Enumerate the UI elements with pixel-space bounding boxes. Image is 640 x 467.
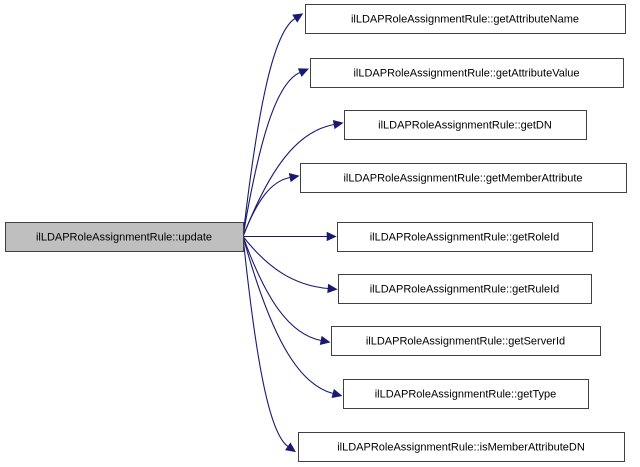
edge-illdaproleassignmentrule-getmemberattribute <box>242 172 300 237</box>
edge-arrowhead <box>332 119 344 130</box>
node-label: ilLDAPRoleAssignmentRule::update <box>36 231 212 243</box>
edge-line <box>242 18 296 237</box>
edge-line <box>242 236 322 342</box>
edge-line <box>242 236 334 395</box>
edge-illdaproleassignmentrule-getroleid <box>243 231 337 242</box>
edge-illdaproleassignmentrule-getruleid <box>242 236 338 294</box>
node-rect <box>310 58 624 88</box>
target-node-illdaproleassignmentrule-getserverid[interactable]: ilLDAPRoleAssignmentRule::getServerId <box>331 326 601 356</box>
target-node-illdaproleassignmentrule-getruleid[interactable]: ilLDAPRoleAssignmentRule::getRuleId <box>338 274 592 304</box>
edge-layer <box>242 13 344 453</box>
edge-illdaproleassignmentrule-getattributename <box>242 13 304 237</box>
edge-illdaproleassignmentrule-ismemberattributedn <box>242 236 296 453</box>
edge-arrowhead <box>319 335 331 346</box>
target-node-illdaproleassignmentrule-getattributename[interactable]: ilLDAPRoleAssignmentRule::getAttributeNa… <box>305 4 626 34</box>
node-rect <box>337 222 593 252</box>
node-label: ilLDAPRoleAssignmentRule::getAttributeVa… <box>353 67 579 79</box>
edge-line <box>242 236 289 447</box>
node-label: ilLDAPRoleAssignmentRule::getServerId <box>366 335 565 347</box>
edge-arrowhead <box>288 172 300 183</box>
node-rect <box>300 163 627 193</box>
node-label: ilLDAPRoleAssignmentRule::getRuleId <box>370 283 560 295</box>
edge-illdaproleassignmentrule-getserverid <box>242 236 331 346</box>
node-label: ilLDAPRoleAssignmentRule::getRoleId <box>370 231 560 243</box>
edge-line <box>242 236 329 290</box>
node-rect <box>5 222 244 252</box>
target-node-illdaproleassignmentrule-ismemberattributedn[interactable]: ilLDAPRoleAssignmentRule::isMemberAttrib… <box>298 432 625 462</box>
edge-arrowhead <box>285 442 296 453</box>
node-rect <box>344 110 587 140</box>
edge-arrowhead <box>327 283 338 294</box>
node-rect <box>338 274 592 304</box>
edge-line <box>242 176 291 237</box>
edge-arrowhead <box>297 68 309 77</box>
node-label: ilLDAPRoleAssignmentRule::getType <box>375 388 557 400</box>
node-rect <box>331 326 601 356</box>
node-rect <box>298 432 625 462</box>
node-rect <box>343 379 589 409</box>
source-node-illdaproleassignmentrule-update[interactable]: ilLDAPRoleAssignmentRule::update <box>5 222 244 252</box>
target-node-illdaproleassignmentrule-getattributevalue[interactable]: ilLDAPRoleAssignmentRule::getAttributeVa… <box>310 58 624 88</box>
node-layer: ilLDAPRoleAssignmentRule::updateilLDAPRo… <box>5 4 627 462</box>
edge-illdaproleassignmentrule-getattributevalue <box>242 68 309 237</box>
target-node-illdaproleassignmentrule-getroleid[interactable]: ilLDAPRoleAssignmentRule::getRoleId <box>337 222 593 252</box>
node-rect <box>305 4 626 34</box>
target-node-illdaproleassignmentrule-getmemberattribute[interactable]: ilLDAPRoleAssignmentRule::getMemberAttri… <box>300 163 627 193</box>
edge-arrowhead <box>292 13 304 23</box>
edge-line <box>242 71 301 237</box>
edge-illdaproleassignmentrule-gettype <box>242 236 343 398</box>
edge-arrowhead <box>326 231 337 242</box>
edge-arrowhead <box>331 388 343 398</box>
node-label: ilLDAPRoleAssignmentRule::getDN <box>378 119 552 131</box>
node-label: ilLDAPRoleAssignmentRule::getMemberAttri… <box>343 172 582 184</box>
node-label: ilLDAPRoleAssignmentRule::getAttributeNa… <box>351 13 579 25</box>
target-node-illdaproleassignmentrule-getdn[interactable]: ilLDAPRoleAssignmentRule::getDN <box>344 110 587 140</box>
node-label: ilLDAPRoleAssignmentRule::isMemberAttrib… <box>337 441 585 453</box>
target-node-illdaproleassignmentrule-gettype[interactable]: ilLDAPRoleAssignmentRule::getType <box>343 379 589 409</box>
